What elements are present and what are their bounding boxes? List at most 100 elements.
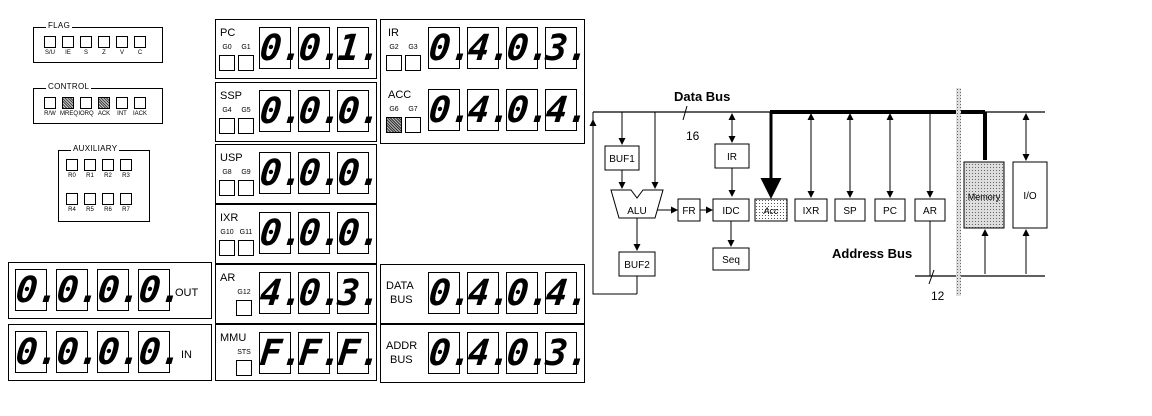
register-panel-mmu: [215, 324, 377, 381]
control-title: CONTROL: [46, 82, 92, 91]
aux-led-row2-1: [84, 193, 96, 205]
control-led-2: [80, 97, 92, 109]
bus-digit-value: 4.: [465, 273, 514, 314]
gate-indicator: [219, 118, 235, 134]
aux-led-row2-2: [102, 193, 114, 205]
bus-digit: 0.: [427, 332, 474, 374]
bus-digit-value: 0.: [504, 273, 553, 314]
gate-indicator: [238, 55, 254, 71]
control-led-4: [116, 97, 128, 109]
gate-indicator: [219, 240, 235, 256]
gate-indicator: [219, 180, 235, 196]
aux-led-label: R6: [104, 207, 112, 213]
register-panel-ar: [215, 264, 377, 324]
aux-led-label: R1: [86, 173, 94, 179]
register-digit: 0.: [297, 212, 344, 254]
io-digit-value: 0.: [95, 332, 144, 373]
io-digit-value: 0.: [54, 332, 103, 373]
register-panel-ssp: [215, 82, 377, 142]
register-digit: 0.: [257, 212, 306, 254]
register-digit-value: 0.: [426, 28, 475, 69]
register-digit: 0.: [296, 152, 345, 194]
io-digit-value: 0.: [13, 332, 62, 373]
register-label: AR: [220, 272, 236, 284]
flag-led-label: Z: [102, 50, 106, 56]
register-digit: 3.: [335, 272, 384, 314]
register-digit-value: 0.: [296, 153, 345, 194]
register-digit-value: 0.: [257, 153, 306, 194]
acc-block-label: Acc: [762, 206, 779, 216]
control-led-label: IACK: [132, 111, 147, 117]
register-digit: 0.: [426, 27, 475, 69]
register-digit: 0.: [258, 27, 305, 69]
bus-digit: 4.: [466, 332, 513, 374]
register-digit-value: 1.: [335, 28, 384, 69]
register-digit-value: 0.: [335, 213, 384, 254]
register-digit-value: 3.: [335, 273, 384, 314]
ar-block-label: AR: [923, 206, 937, 217]
address-bus-width: 12: [931, 289, 945, 303]
bus-digit: 4.: [543, 272, 592, 314]
aux-led-row1-0: [66, 159, 78, 171]
flag-led-label: S/U: [44, 50, 55, 56]
register-digit-value: 0.: [504, 28, 553, 69]
register-digit-value: 0.: [296, 273, 345, 314]
register-digit: 4.: [544, 89, 591, 131]
gate-label: G12: [237, 289, 251, 296]
register-digit: 1.: [335, 27, 384, 69]
gate-label: G0: [222, 44, 232, 51]
bus-label-1: ADDR: [386, 340, 418, 352]
register-digit-value: 0.: [426, 90, 475, 131]
register-digit-value: 0.: [296, 28, 345, 69]
register-digit: 0.: [336, 90, 383, 132]
buf1-label: BUF1: [609, 154, 635, 165]
gate-label: G8: [222, 169, 232, 176]
control-led-label: R/W: [44, 111, 56, 117]
register-digit: 0.: [336, 152, 383, 194]
data-bus-width: 16: [686, 129, 700, 143]
flag-led-1: [62, 36, 74, 48]
register-digit: F.: [297, 332, 344, 374]
register-digit-value: 4.: [257, 273, 306, 314]
register-digit: 0.: [504, 27, 553, 69]
register-digit: 0.: [335, 212, 384, 254]
flag-led-label: S: [83, 50, 88, 56]
ixr-block-label: IXR: [803, 206, 820, 217]
gate-indicator: [236, 300, 252, 316]
flag-led-label: V: [119, 50, 124, 56]
fr-label: FR: [682, 206, 695, 217]
memory-label: Memory: [968, 192, 1001, 202]
register-digit: 0.: [297, 90, 344, 132]
ir-block-label: IR: [727, 152, 737, 163]
bus-digit: 0.: [426, 272, 475, 314]
out-panel: [8, 262, 212, 319]
ir-acc-panel: [380, 19, 585, 144]
io-digit: 0.: [137, 269, 184, 311]
flag-title: FLAG: [46, 21, 73, 30]
aux-led-label: R3: [122, 173, 130, 179]
auxiliary-title: AUXILIARY: [71, 144, 120, 153]
bus-digit: 3.: [544, 332, 591, 374]
bus-digit-value: 4.: [543, 273, 592, 314]
register-label: IR: [388, 27, 399, 39]
aux-led-row1-3: [120, 159, 132, 171]
aux-led-row1-1: [84, 159, 96, 171]
io-label: IN: [181, 349, 192, 361]
register-digit: 4.: [466, 27, 513, 69]
gate-label: G1: [241, 44, 251, 51]
pc-block-label: PC: [883, 206, 897, 217]
register-digit-value: F.: [335, 333, 384, 374]
control-led-label: MREQ: [60, 111, 78, 117]
bus-digit-value: 0.: [426, 273, 475, 314]
gate-indicator: [236, 360, 252, 376]
register-label: ACC: [388, 89, 412, 101]
gate-label: G2: [389, 44, 399, 51]
flag-led-4: [116, 36, 128, 48]
register-digit-value: 0.: [257, 213, 306, 254]
io-digit: 0.: [13, 269, 62, 311]
io-digit: 0.: [95, 331, 144, 373]
register-label: SSP: [220, 90, 243, 102]
register-digit: 4.: [257, 272, 306, 314]
register-panel-usp: [215, 144, 377, 204]
io-digit-value: 0.: [13, 270, 62, 311]
